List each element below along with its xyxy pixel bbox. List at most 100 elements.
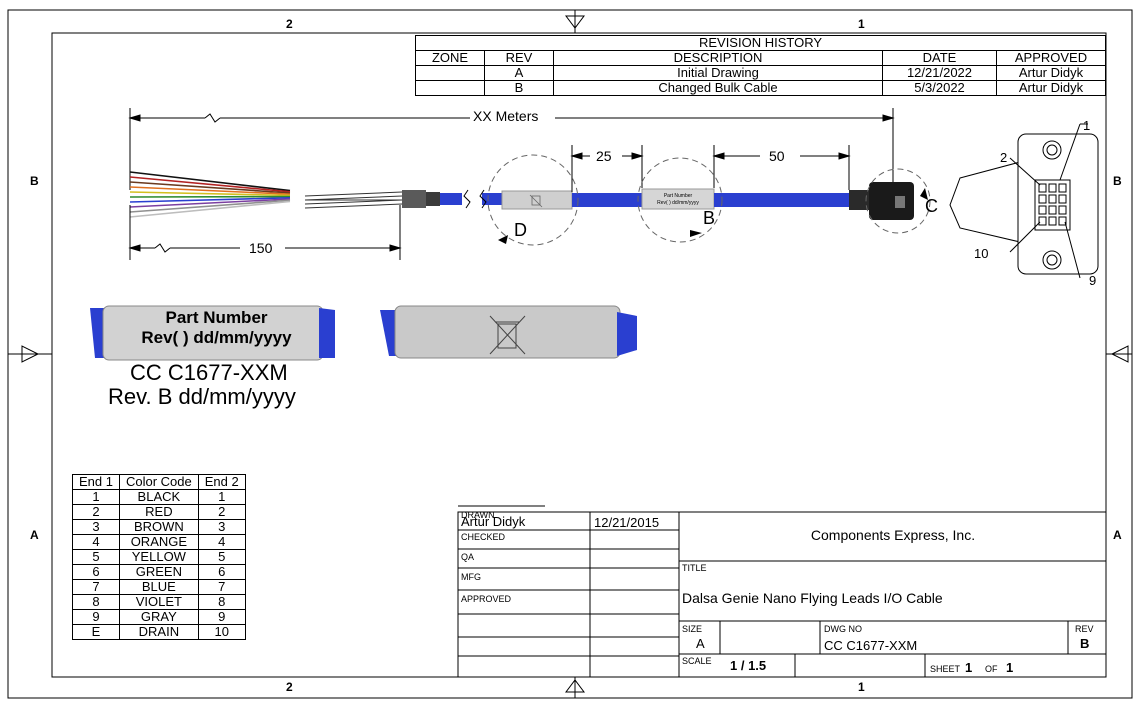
cable-jacket (440, 193, 462, 205)
wire-lead (129, 198, 291, 208)
color-code-cell: 9 (197, 609, 246, 625)
connector-pin (1038, 205, 1047, 215)
connector-pin (1058, 205, 1067, 215)
approved-label: APPROVED (461, 594, 512, 604)
zone-right-upper: B (1113, 174, 1122, 188)
wire-lead (129, 186, 291, 195)
drawn-date: 12/21/2015 (594, 515, 660, 530)
drawn-by: Artur Didyk (461, 514, 526, 529)
sheet-number: 1 (965, 660, 973, 675)
company-name: Components Express, Inc. (810, 527, 976, 543)
zone-left-upper: B (30, 174, 39, 188)
mfg-label: MFG (461, 572, 481, 582)
rev-cell: 5/3/2022 (882, 80, 997, 96)
label-offset-50: 50 (769, 148, 785, 164)
zone-top-right: 1 (858, 17, 865, 31)
recycle-bin-icon (529, 194, 543, 208)
color-header-end2: End 2 (197, 474, 246, 490)
connector-screw (895, 196, 905, 208)
detail-c-label: C (925, 196, 938, 216)
color-code-cell: BROWN (118, 519, 199, 535)
zone-left-lower: A (30, 528, 39, 542)
qa-label: QA (461, 552, 475, 562)
wire-lead (129, 200, 291, 218)
sheet-label: SHEET (930, 664, 961, 674)
color-code-cell: BLACK (118, 489, 199, 505)
strip-dimension (128, 205, 402, 260)
rev-header-approved: APPROVED (996, 50, 1106, 66)
recycle-label-back (380, 305, 637, 359)
zone-top-left: 2 (286, 17, 293, 31)
wire-lead (129, 199, 291, 213)
detail-b-circle (637, 157, 723, 243)
jacket-end (426, 192, 440, 206)
cable-jacket (572, 193, 642, 207)
drawn-label: DRAWN (461, 510, 495, 520)
stripped-conductors (304, 191, 403, 209)
connector-pin (1038, 194, 1047, 204)
wire-lead (129, 197, 291, 203)
label-text-line2: Rev. B dd/mm/yyyy (108, 384, 296, 409)
connector-pin (1048, 183, 1057, 193)
zone-bottom-left: 2 (286, 680, 293, 694)
color-code-cell: RED (118, 504, 199, 520)
connector-face-view (949, 123, 1099, 279)
wire-lead (129, 191, 291, 197)
size-label: SIZE (682, 624, 703, 634)
size-value: A (696, 636, 705, 651)
color-code-cell: DRAIN (118, 624, 199, 640)
center-mark-right (1106, 345, 1132, 363)
part-label-line1: Part Number (165, 308, 268, 327)
label-dimension-25 (570, 145, 644, 192)
connector-pin (1058, 194, 1067, 204)
dwg-no-value: CC C1677-XXM (824, 638, 918, 653)
part-label-front (90, 305, 335, 361)
scale-label: SCALE (682, 656, 712, 666)
center-mark-left (8, 345, 52, 363)
connector-boot (849, 190, 869, 210)
rev-header-date: DATE (882, 50, 997, 66)
rev-cell: Changed Bulk Cable (553, 80, 883, 96)
pin-1-label: 1 (1083, 118, 1091, 133)
connector-pin (1058, 183, 1067, 193)
rev-header-description: DESCRIPTION (553, 50, 883, 66)
cable-jacket (482, 193, 502, 205)
small-label-line2: Rev( ) dd/mm/yyyy (657, 200, 699, 206)
label-text-line1: CC C1677-XXM (130, 360, 288, 385)
part-label-line2: Rev( ) dd/mm/yyyy (141, 328, 292, 347)
sheet-total: 1 (1006, 660, 1014, 675)
cable-jacket (714, 193, 849, 207)
title-label: TITLE (682, 563, 707, 573)
rev-cell: Artur Didyk (996, 80, 1106, 96)
color-header-end1: End 1 (72, 474, 120, 490)
color-code-cell: ORANGE (118, 534, 199, 550)
connector-pin (1058, 216, 1067, 226)
connector-pin (1038, 216, 1047, 226)
center-mark-bottom (565, 677, 585, 698)
scale-value: 1 / 1.5 (730, 658, 767, 673)
color-header-code: Color Code (118, 474, 199, 490)
color-code-cell: YELLOW (118, 549, 199, 565)
connector-pin (1048, 205, 1057, 215)
rev-label: REV (1075, 624, 1094, 634)
wire-lead (129, 171, 291, 192)
color-code-cell: E (72, 624, 120, 640)
detail-b-label: B (703, 208, 716, 228)
jacket-end (402, 190, 426, 208)
label-offset-25: 25 (596, 148, 612, 164)
recycle-bin-icon (489, 315, 526, 355)
label-dimension-50 (712, 145, 851, 190)
checked-label: CHECKED (461, 532, 506, 542)
dwg-no-label: DWG NO (824, 624, 862, 634)
flying-leads (129, 171, 291, 218)
